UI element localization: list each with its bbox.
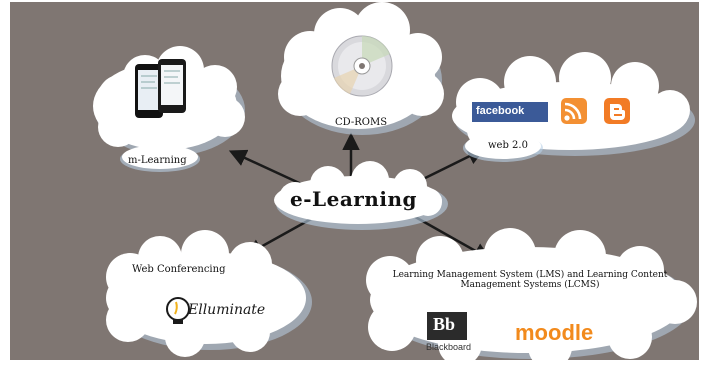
rss-feed-icon (561, 98, 587, 124)
diagram-svg (10, 2, 699, 360)
elluminate-logo (166, 297, 190, 324)
arrow-to-m-learning (228, 149, 311, 190)
cloud-center (274, 161, 448, 230)
lms-label: Learning Management System (LMS) and Lea… (392, 270, 668, 290)
web-2-label: web 2.0 (488, 140, 528, 151)
m-learning-label: m-Learning (128, 155, 187, 166)
center-label: e-Learning (290, 187, 417, 211)
moodle-wordmark: moodle (515, 320, 594, 345)
facebook-wordmark: facebook (476, 105, 525, 117)
facebook-logo (472, 102, 548, 122)
cloud-web-conferencing (106, 230, 312, 357)
web-conferencing-label: Web Conferencing (132, 264, 226, 275)
cd-roms-label: CD-ROMS (335, 117, 388, 128)
blackboard-mark-text: Bb (433, 314, 456, 334)
blogger-logo (604, 98, 630, 124)
cd-disc-icon (331, 35, 393, 97)
smartphones-icon (135, 59, 186, 118)
blackboard-wordmark: Blackboard (426, 342, 472, 352)
blackboard-logo (427, 312, 467, 340)
elluminate-wordmark: Elluminate (188, 302, 266, 318)
diagram-canvas: e-Learning m-Learning CD-ROMS web 2.0 We… (10, 2, 699, 360)
